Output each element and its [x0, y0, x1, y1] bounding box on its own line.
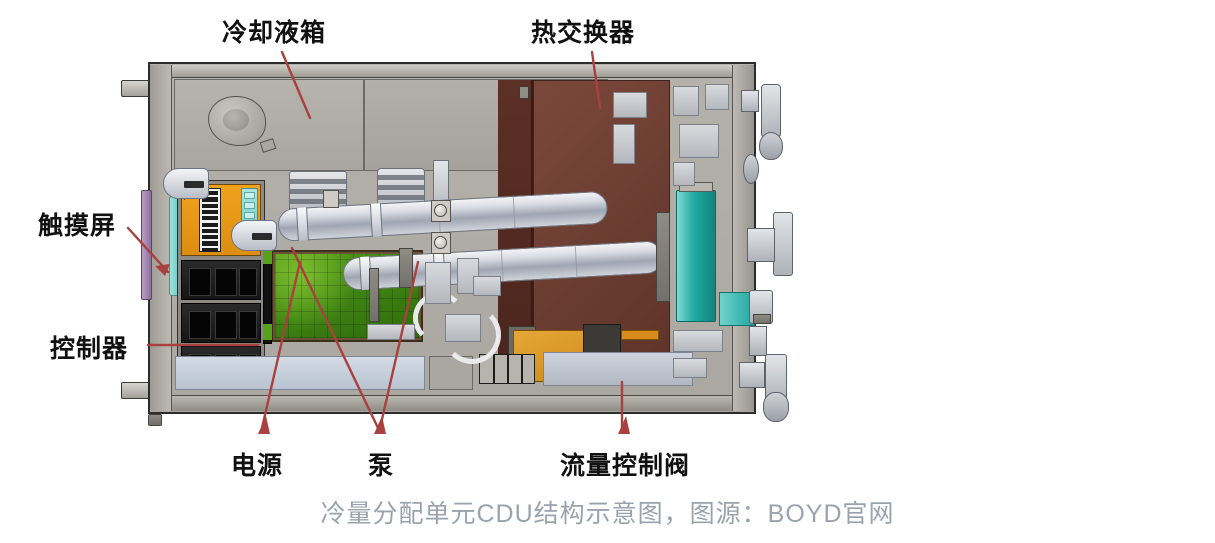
panel-switch-3 — [323, 190, 339, 208]
controller-terminal-strip — [199, 188, 221, 252]
chassis-top-rail — [150, 65, 754, 78]
port-fitting-1 — [761, 84, 781, 138]
sensor-probe-2 — [369, 268, 379, 322]
controller-module-2 — [181, 303, 261, 343]
right-block-6 — [673, 358, 707, 378]
callout-label-heat-exchanger: 热交换器 — [531, 20, 636, 47]
right-standpipe — [656, 212, 670, 302]
coolant-tank-fill-cap — [208, 96, 266, 146]
caster-foot — [148, 414, 162, 426]
coolant-tank-left — [174, 79, 364, 171]
manifold-block-3 — [445, 314, 481, 342]
port-collar-3 — [753, 314, 771, 324]
right-block-1 — [673, 86, 699, 116]
controller-teal-chip — [241, 188, 258, 228]
port-neck-3 — [749, 326, 767, 356]
power-terminal-grid — [479, 354, 535, 384]
port-seal-2 — [743, 154, 759, 184]
right-block-7 — [613, 92, 647, 118]
lower-right-panel — [543, 352, 693, 386]
port-neck-1 — [741, 90, 759, 112]
pump-housing-b — [231, 220, 277, 251]
callout-label-touchscreen: 触摸屏 — [38, 213, 117, 240]
callout-label-controller: 控制器 — [50, 336, 129, 363]
radiator-terminal-top — [263, 250, 272, 264]
touchscreen-panel — [141, 190, 152, 300]
port-fitting-2 — [773, 212, 793, 276]
expansion-tank-teal — [676, 190, 716, 322]
port-neck-2 — [747, 228, 775, 262]
gauge-dial-1 — [434, 204, 447, 217]
manifold-block-1 — [425, 262, 451, 304]
pump-housing-a — [163, 168, 209, 199]
chassis-bottom-rail — [150, 395, 754, 411]
valve-coil-1 — [621, 330, 659, 340]
pipe-clamp-1 — [367, 324, 415, 340]
right-block-3 — [679, 124, 719, 158]
heat-exchanger-fastener — [519, 86, 529, 99]
right-block-2 — [705, 84, 729, 110]
callout-label-pump: 泵 — [368, 453, 395, 480]
gauge-dial-2 — [434, 236, 447, 249]
expansion-tank-cap — [679, 182, 713, 192]
callout-label-flow-control-valve: 流量控制阀 — [560, 453, 691, 480]
callout-label-power-supply: 电源 — [231, 453, 284, 480]
port-seal-4 — [763, 392, 789, 422]
coolant-loop-elbow-2 — [443, 306, 501, 364]
controller-module-1 — [181, 260, 261, 300]
radiator-terminal-bottom — [263, 324, 272, 340]
cdu-cutaway-illustration — [113, 62, 813, 430]
right-block-4 — [673, 162, 695, 186]
right-block-5 — [673, 330, 723, 352]
callout-label-coolant-tank: 冷却液箱 — [222, 20, 327, 47]
pipe-clamp-2 — [473, 276, 501, 296]
power-supply-panel — [175, 356, 425, 390]
port-seal-1 — [759, 132, 783, 160]
figure-caption: 冷量分配单元CDU结构示意图，图源：BOYD官网 — [320, 500, 895, 528]
port-neck-4 — [739, 362, 765, 388]
sensor-probe-1 — [399, 248, 413, 288]
right-block-8 — [613, 124, 635, 164]
heat-exchanger-seam — [532, 80, 534, 380]
